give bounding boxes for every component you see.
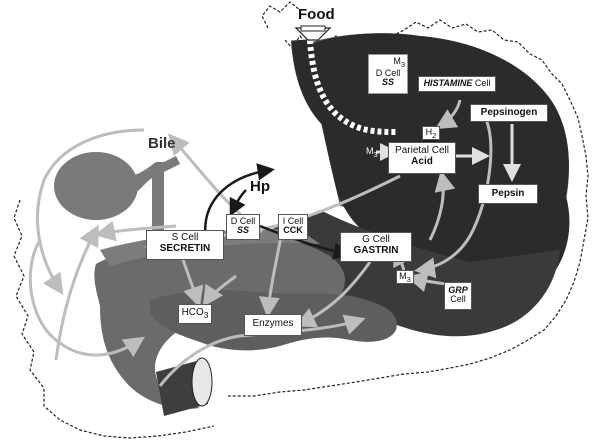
arrow-grp-to-m3 [406, 271, 447, 292]
hco3-label: HCO [181, 307, 204, 318]
secretin-label: SECRETIN [159, 242, 211, 254]
parietal-cell-box: Parietal Cell Acid [388, 142, 456, 174]
hco3-box: HCO3 [178, 304, 212, 324]
parietal-cell-label: Parietal Cell [395, 145, 449, 156]
arrow-pancreas-to-hco3 [202, 274, 237, 307]
grp-cell-box: GRP Cell [444, 282, 472, 310]
ss-top-label: SS [381, 77, 394, 88]
hp-label: Hp [250, 178, 270, 195]
food-slot [300, 25, 326, 32]
arrow-bile-to-gallbladder [36, 128, 145, 295]
m3-parietal-subscript: 3 [373, 149, 378, 159]
bile-duct [132, 162, 164, 236]
arrow-bottom-loop [158, 314, 366, 387]
cck-label: CCK [283, 225, 303, 236]
left-zigzag-outline [13, 199, 215, 439]
histamine-cell-label: Cell [474, 78, 491, 88]
d-cell-mid-box: D Cell SS [226, 214, 260, 240]
s-cell-box: S Cell SECRETIN [146, 230, 224, 260]
esophagus [291, 39, 393, 148]
pepsin-box: Pepsin [478, 184, 538, 204]
bile-duct-arm [164, 156, 180, 172]
histamine-cell-box: HISTAMINE Cell [418, 76, 496, 92]
arrow-left-loop [28, 239, 145, 358]
d-cell-top-box: M3 D Cell SS [368, 54, 408, 94]
grp-cell-label: Cell [450, 294, 466, 305]
duodenum [94, 234, 346, 409]
acid-label: Acid [411, 155, 433, 167]
h2-subscript: 2 [432, 130, 437, 140]
pepsinogen-box: Pepsinogen [470, 104, 548, 122]
m3-top-receptor: M3 [369, 56, 407, 69]
s-cell-label: S Cell [171, 232, 199, 243]
g-cell-box: G Cell GASTRIN [340, 232, 412, 262]
d-cell-mid-label: D Cell [230, 216, 256, 226]
grp-label: GRP [448, 285, 468, 295]
arrow-hp-to-dcell [229, 189, 247, 217]
i-cell-label: I Cell [282, 216, 304, 226]
enzymes-box: Enzymes [244, 314, 302, 336]
m3-low-label: M [399, 271, 407, 281]
arrow-left-up [54, 224, 99, 361]
arrow-secretin-to-gallbladder [94, 220, 177, 242]
d-cell-top-label: D Cell [375, 67, 401, 78]
m3-low-box: M3 [396, 270, 414, 284]
m3-parietal-label: M [366, 146, 374, 156]
arrow-gastrin-to-parietal [428, 170, 456, 241]
arrow-icell-to-enzymes [258, 231, 284, 318]
h2-label: H [425, 127, 433, 137]
h2-receptor-box: H2 [422, 126, 440, 140]
food-label: Food [298, 6, 335, 23]
arrow-dcell-to-gastrin [259, 224, 351, 260]
intestine-opening [191, 357, 213, 407]
gastrin-label: GASTRIN [353, 244, 399, 256]
g-cell-label: G Cell [362, 234, 390, 245]
food-path [307, 39, 399, 135]
m3-parietal-receptor: M3 [366, 146, 378, 159]
m3-low-subscript: 3 [406, 274, 411, 284]
m3-top-label: M [393, 56, 401, 66]
histamine-label: HISTAMINE [423, 78, 473, 88]
arrow-secretin-inhibit [203, 163, 275, 241]
top-zigzag-outline [261, 1, 301, 29]
hco3-subscript: 3 [203, 310, 209, 320]
arrow-pepsinogen-loop [414, 108, 493, 279]
arrow-histamine-to-h2 [434, 99, 462, 130]
arrow-gastrin-to-enzymes [294, 261, 372, 328]
i-cell-box: I Cell CCK [278, 214, 308, 240]
gallbladder [54, 152, 138, 220]
m3-top-subscript: 3 [400, 59, 405, 69]
bile-label: Bile [148, 135, 176, 152]
ss-mid-label: SS [236, 225, 249, 236]
